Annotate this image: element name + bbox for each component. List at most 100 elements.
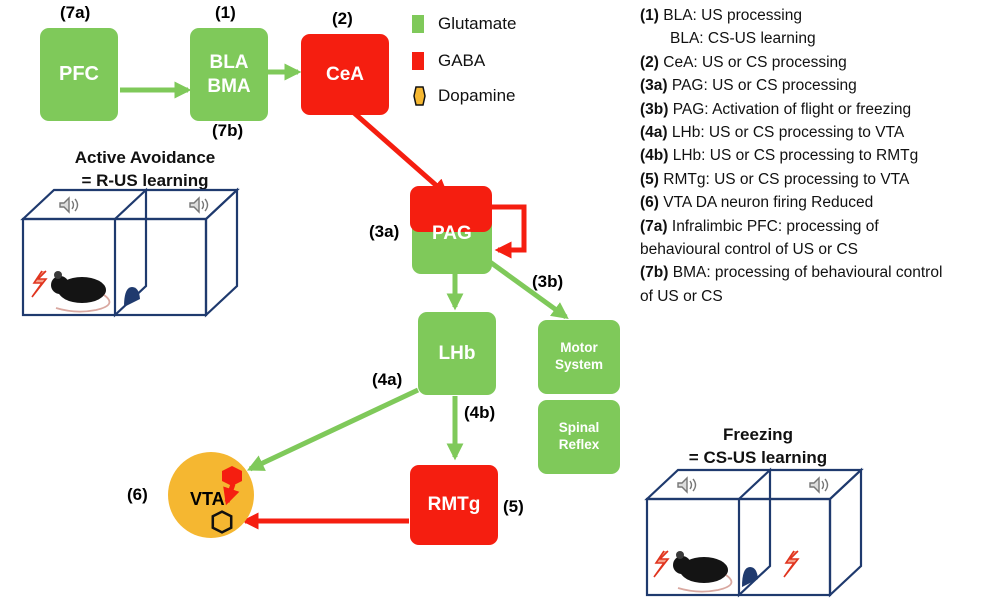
node-rmtg-label: RMTg (427, 494, 481, 516)
label-3b: (3b) (532, 272, 564, 291)
active-avoidance-line2: = R-US learning (81, 171, 209, 190)
active-avoidance-title: Active Avoidance = R-US learning (40, 146, 250, 192)
note-tag: (4a) (640, 124, 668, 142)
node-cea: CeA (301, 34, 389, 115)
note-text: PAG: Activation of flight or freezing (668, 100, 912, 118)
note-text: LHb: US or CS processing to VTA (667, 124, 905, 142)
note-text: behavioural control of US or CS (640, 241, 858, 259)
door-icon (742, 567, 758, 587)
note-item: behavioural control of US or CS (640, 238, 1000, 261)
note-tag: (3a) (640, 77, 668, 95)
node-bla-label: BLA (209, 51, 249, 73)
label-4a: (4a) (372, 370, 403, 389)
note-item: of US or CS (640, 285, 1000, 308)
node-bma-label: BMA (207, 75, 251, 97)
note-tag: (3b) (640, 100, 669, 118)
arrow-pag-motor (488, 259, 569, 320)
freezing-line1: Freezing (723, 425, 793, 444)
note-tag: (7b) (640, 264, 669, 282)
note-tag: (1) (640, 7, 659, 24)
note-text: BMA: processing of behavioural control (668, 264, 943, 282)
note-text: RMTg: US or CS processing to VTA (658, 170, 910, 188)
legend-swatch-dopamine (413, 86, 426, 106)
legend-label-gaba: GABA (438, 51, 486, 70)
speaker-icon (677, 476, 697, 494)
note-item: BLA: CS-US learning (640, 27, 1000, 50)
active-avoidance-line1: Active Avoidance (74, 148, 216, 167)
label-2: (2) (332, 9, 353, 28)
legend-label-glutamate: Glutamate (438, 14, 517, 33)
lightning-icon (783, 550, 800, 578)
note-item: (2) CeA: US or CS processing (640, 51, 1000, 74)
node-motor-label-2: System (554, 357, 604, 372)
node-pag-label: PAG (432, 223, 472, 244)
label-6: (6) (127, 485, 148, 504)
node-cea-label: CeA (325, 63, 364, 85)
node-spinal-label-2: Reflex (558, 437, 600, 452)
note-text: VTA DA neuron firing Reduced (658, 194, 874, 212)
note-text: LHb: US or CS processing to RMTg (668, 147, 919, 165)
legend-glutamate: Glutamate (412, 14, 516, 34)
note-item: (3b) PAG: Activation of flight or freezi… (640, 98, 1000, 121)
speaker-icon (189, 196, 209, 214)
note-tag: (5) (640, 170, 659, 188)
node-motor-label-1: Motor (560, 340, 598, 356)
node-rmtg: RMTg (410, 465, 498, 545)
node-spinal-reflex: Spinal Reflex (538, 400, 620, 474)
node-pfc: PFC (40, 28, 118, 121)
note-tag: (6) (640, 194, 659, 212)
node-pfc-label: PFC (59, 63, 99, 85)
note-item: (5) RMTg: US or CS processing to VTA (640, 168, 1000, 191)
mouse-tail-icon (55, 294, 111, 313)
label-7b: (7b) (212, 121, 244, 140)
note-text: Infralimbic PFC: processing of (667, 217, 879, 235)
note-item: (3a) PAG: US or CS processing (640, 74, 1000, 97)
arrow-pag-self (490, 204, 527, 259)
note-tag: (2) (640, 53, 659, 71)
note-item: (6) VTA DA neuron firing Reduced (640, 191, 1000, 214)
note-text: of US or CS (640, 287, 723, 305)
note-item: (1) BLA: US processing (640, 4, 1000, 27)
mouse-tail-icon (677, 574, 733, 593)
note-text: BLA: US processing (658, 7, 802, 24)
node-spinal-label-1: Spinal (558, 420, 600, 436)
freezing-line2: = CS-US learning (688, 448, 828, 467)
arrow-lhb-vta (246, 387, 420, 472)
node-vta-label: VTA (190, 489, 225, 509)
note-text: PAG: US or CS processing (667, 77, 857, 95)
note-item: (7a) Infralimbic PFC: processing of (640, 215, 1000, 238)
note-text: BLA: CS-US learning (670, 30, 816, 48)
node-bla-bma: BLA BMA (190, 28, 268, 121)
freezing-title: Freezing = CS-US learning (688, 423, 828, 469)
note-item: (7b) BMA: processing of behavioural cont… (640, 261, 1000, 284)
label-4b: (4b) (464, 403, 496, 422)
legend-label-dopamine: Dopamine (438, 86, 516, 105)
note-item: (4a) LHb: US or CS processing to VTA (640, 121, 1000, 144)
speaker-icon (809, 476, 829, 494)
note-tag: (4b) (640, 147, 669, 165)
node-pag-gaba-overlay (410, 186, 492, 232)
speaker-icon (59, 196, 79, 214)
label-1: (1) (215, 3, 236, 22)
legend-swatch-gaba (412, 52, 424, 70)
mouse-icon (673, 551, 733, 593)
lightning-icon (31, 270, 48, 298)
shuttle-box-active-avoidance (20, 187, 240, 318)
lightning-icon (653, 550, 670, 578)
legend-dopamine: Dopamine (412, 86, 516, 106)
mouse-icon (51, 271, 111, 313)
label-3a: (3a) (369, 222, 400, 241)
label-5: (5) (503, 497, 524, 516)
note-item: (4b) LHb: US or CS processing to RMTg (640, 144, 1000, 167)
node-motor-system: Motor System (538, 320, 620, 394)
note-text: CeA: US or CS processing (658, 53, 847, 71)
shuttle-box-freezing (644, 467, 864, 598)
door-icon (124, 287, 140, 307)
node-lhb: LHb (418, 312, 496, 395)
node-lhb-label: LHb (438, 342, 476, 364)
note-tag: (7a) (640, 217, 668, 235)
label-7a: (7a) (60, 3, 91, 22)
